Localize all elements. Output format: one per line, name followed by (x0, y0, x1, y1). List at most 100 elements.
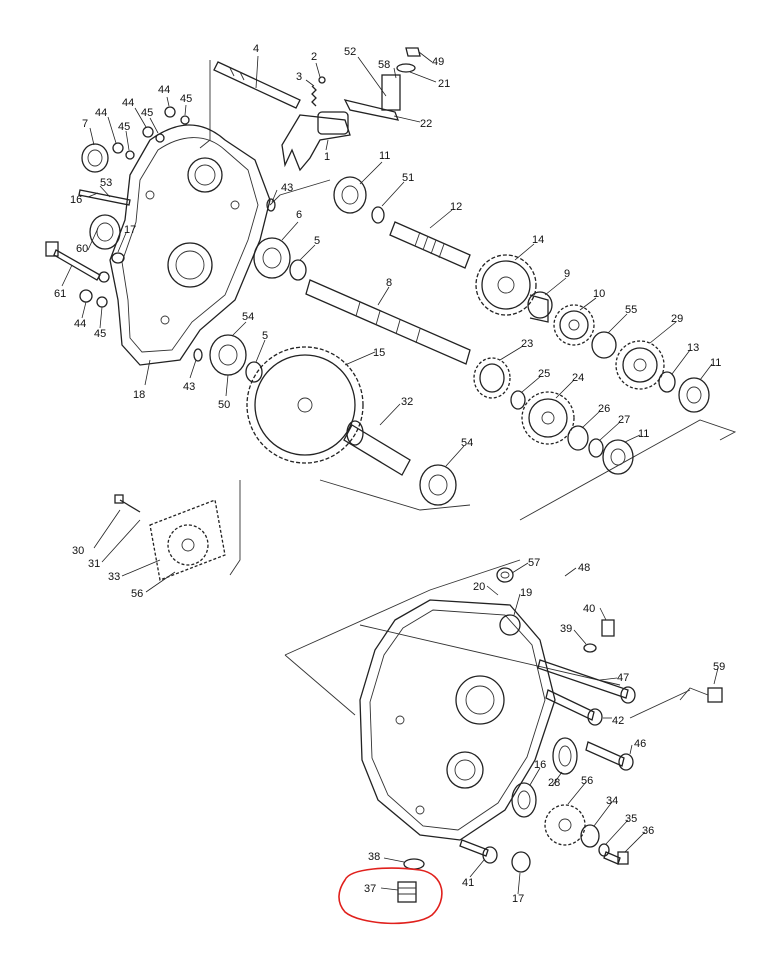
callout-16b: 16 (534, 759, 546, 771)
leader-lines (61, 51, 719, 895)
callout-14: 14 (532, 234, 544, 246)
callout-23: 23 (521, 338, 533, 350)
callout-31: 31 (88, 558, 100, 570)
callout-42: 42 (612, 715, 624, 727)
callout-4: 4 (253, 43, 259, 55)
washer-27 (588, 438, 604, 458)
bearing-6 (253, 237, 291, 279)
callout-50: 50 (218, 399, 230, 411)
callout-45a: 45 (180, 93, 192, 105)
callout-60: 60 (76, 243, 88, 255)
callout-10: 10 (593, 288, 605, 300)
bolt-42-head (587, 708, 603, 726)
washer-34 (580, 824, 600, 848)
callout-25: 25 (538, 368, 550, 380)
callout-11a: 11 (379, 150, 390, 162)
callout-44a: 44 (158, 84, 170, 96)
callout-11c: 11 (638, 428, 649, 440)
oil-seal-60 (89, 214, 125, 264)
washer-39 (583, 643, 597, 653)
callout-19: 19 (520, 587, 532, 599)
washer-25 (510, 390, 526, 410)
callout-47: 47 (617, 672, 629, 684)
callout-16a: 16 (70, 194, 82, 206)
shift-fork (281, 111, 351, 172)
callout-28: 28 (548, 777, 560, 789)
callout-39: 39 (560, 623, 572, 635)
callout-37: 37 (364, 883, 376, 895)
callout-44c: 44 (95, 107, 107, 119)
breather-59 (679, 687, 723, 703)
main-shaft-8 (305, 279, 471, 365)
callout-56b: 56 (581, 775, 593, 787)
sprocket-assembly (114, 494, 226, 581)
gear-14 (475, 254, 537, 316)
guide-lines (199, 60, 737, 719)
bushing-17-lower (511, 851, 531, 873)
gear-24 (521, 391, 575, 445)
counter-shaft-12 (389, 221, 471, 269)
screw-40 (601, 619, 615, 637)
callout-52: 52 (344, 46, 356, 58)
washer-13 (658, 371, 676, 393)
drain-plug-37 (397, 881, 417, 903)
gear-10 (553, 304, 595, 346)
highlight-circle (338, 867, 443, 925)
bushing-9 (527, 291, 553, 323)
oil-seal-28 (552, 737, 578, 775)
dowel-pin-43a (266, 198, 276, 212)
callout-5a: 5 (314, 235, 320, 247)
callout-24: 24 (572, 372, 584, 384)
callout-8: 8 (386, 277, 392, 289)
callout-7: 7 (82, 118, 88, 130)
callout-2: 2 (311, 51, 317, 63)
dowel-pin-43b (193, 348, 203, 362)
bearing-11-lower (602, 439, 634, 475)
circlip-5b (245, 361, 263, 383)
output-shaft-32 (343, 420, 411, 476)
callout-45d: 45 (94, 328, 106, 340)
callout-54a: 54 (242, 311, 254, 323)
callout-54b: 54 (461, 437, 473, 449)
needle-bearing-26 (567, 425, 589, 451)
callout-57: 57 (528, 557, 540, 569)
callout-58: 58 (378, 59, 390, 71)
nuts-washers-top (112, 106, 190, 160)
callout-18: 18 (133, 389, 145, 401)
callout-5b: 5 (262, 330, 268, 342)
circlip-5a (289, 259, 307, 281)
callout-33: 33 (108, 571, 120, 583)
callout-1: 1 (324, 151, 330, 163)
washer-45 (96, 296, 108, 308)
bushing-55 (591, 331, 617, 359)
callout-43a: 43 (281, 182, 293, 194)
stud-16 (78, 189, 131, 206)
bolt-41 (459, 839, 489, 857)
callout-20: 20 (473, 581, 485, 593)
callout-22: 22 (420, 118, 432, 130)
bearing-11-top (333, 176, 367, 214)
callout-44b: 44 (122, 97, 134, 109)
circlip-51 (371, 206, 385, 224)
callout-55: 55 (625, 304, 637, 316)
callout-38: 38 (368, 851, 380, 863)
shift-lever (343, 47, 421, 121)
bolt-41-head (482, 846, 498, 864)
callout-59: 59 (713, 661, 725, 673)
oil-seal-16 (511, 782, 537, 818)
callout-32: 32 (401, 396, 413, 408)
callout-49: 49 (432, 56, 444, 68)
callout-9: 9 (564, 268, 570, 280)
callout-29: 29 (671, 313, 683, 325)
callout-3: 3 (296, 71, 302, 83)
bolt-47-head (620, 686, 636, 704)
callout-6: 6 (296, 209, 302, 221)
callout-34: 34 (606, 795, 618, 807)
callout-12: 12 (450, 201, 462, 213)
detent-ball (318, 76, 326, 84)
bolt-47 (537, 659, 629, 699)
right-housing (359, 599, 556, 841)
callout-27: 27 (618, 414, 630, 426)
washer-38 (403, 858, 425, 870)
